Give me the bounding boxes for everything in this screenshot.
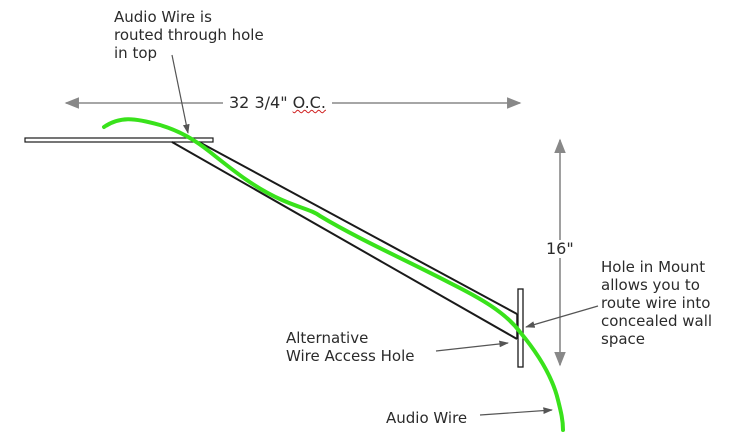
height-dimension-label: 16" xyxy=(540,240,580,258)
width-dimension-oc: O.C. xyxy=(292,93,326,112)
audio-wire-bottom-leader xyxy=(479,407,553,416)
alternative-hole-label: Alternative Wire Access Hole xyxy=(286,329,415,365)
hole-in-mount-label: Hole in Mount allows you to route wire i… xyxy=(601,258,713,348)
arm-lower-rail xyxy=(171,141,518,340)
audio-wire-top-leader xyxy=(171,54,190,134)
audio-wire-bottom-label: Audio Wire xyxy=(386,409,468,427)
width-dimension-label: 32 3/4" O.C. xyxy=(223,94,332,112)
audio-wire-top-label: Audio Wire is routed through hole in top xyxy=(114,8,264,62)
top-mount-plate xyxy=(24,137,214,143)
alternative-hole-leader xyxy=(435,340,509,352)
width-dimension-value: 32 3/4" xyxy=(229,93,293,112)
arm-upper-rail xyxy=(198,141,518,315)
audio-wire xyxy=(102,117,565,432)
hole-in-mount-leader xyxy=(525,305,599,328)
